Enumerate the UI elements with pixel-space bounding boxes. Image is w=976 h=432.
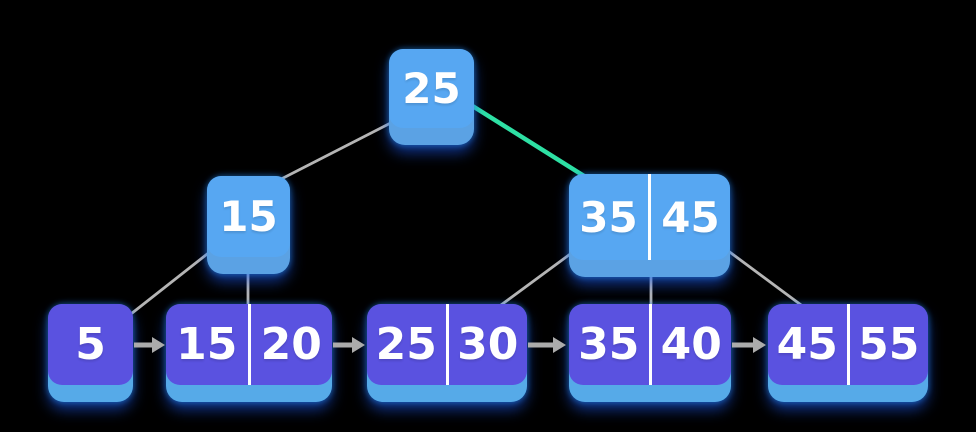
node-face: 5 (48, 304, 133, 385)
node-key: 25 (375, 319, 437, 370)
node-face: 25 (389, 49, 474, 128)
node-key: 20 (247, 304, 333, 385)
leaf-node-5: 5 (48, 304, 133, 402)
tree-edge-highlighted (452, 92, 603, 189)
node-key: 40 (648, 304, 732, 385)
internal-node-15: 15 (207, 176, 290, 274)
node-key: 15 (176, 319, 238, 370)
arrowhead-icon (553, 337, 566, 353)
arrowhead-icon (352, 337, 365, 353)
node-face: 15 (207, 176, 290, 257)
node-key: 25 (402, 64, 461, 113)
leaf-link-arrow (134, 337, 165, 353)
node-key: 5 (75, 319, 106, 370)
arrowhead-icon (753, 337, 766, 353)
node-key: 45 (776, 319, 838, 370)
node-key: 45 (648, 174, 730, 260)
arrowhead-icon (152, 337, 165, 353)
node-key: 30 (445, 304, 528, 385)
node-key: 55 (846, 304, 929, 385)
node-key: 35 (578, 319, 640, 370)
leaf-link-arrow (333, 337, 365, 353)
leaf-link-arrow (528, 337, 566, 353)
internal-node-25: 25 (389, 49, 474, 145)
leaf-link-arrow (732, 337, 766, 353)
node-key: 15 (219, 192, 278, 241)
node-key: 35 (579, 192, 638, 242)
